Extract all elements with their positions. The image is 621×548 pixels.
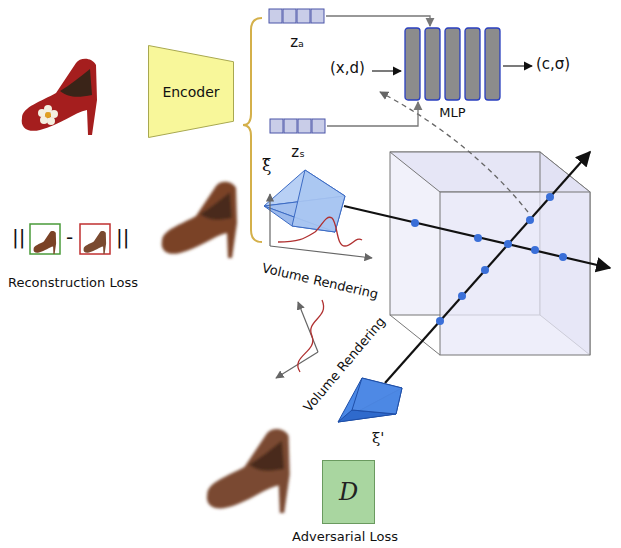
- minus-sign: -: [66, 226, 73, 249]
- ray: [385, 152, 590, 383]
- query-arrow: [380, 92, 528, 212]
- connector-arrow: [327, 102, 418, 126]
- node-label: D: [339, 478, 358, 506]
- target-thumb: [80, 224, 110, 254]
- node-label: Encoder: [162, 84, 219, 100]
- mlp-block: MLP: [403, 26, 502, 102]
- vector-label: zₐ: [290, 33, 304, 51]
- vector-cells: [268, 8, 326, 24]
- density-curve: [278, 217, 362, 246]
- volume-cube: [390, 152, 590, 355]
- sample-points: [411, 193, 567, 325]
- encoder-block: Encoder: [148, 45, 234, 138]
- density-curve: [298, 300, 324, 372]
- loss-label: Adversarial Loss: [292, 530, 398, 545]
- loss-label: Reconstruction Loss: [8, 276, 138, 291]
- pose-label: ξ̂: [262, 156, 271, 176]
- render-axes: [276, 302, 318, 378]
- reconstructed-shoe: [162, 182, 237, 258]
- input-shoe: [22, 59, 97, 135]
- connector-arrow: [326, 16, 430, 26]
- vector-label: zₛ: [291, 143, 304, 161]
- pose-label: ξ': [372, 430, 384, 447]
- latent-vector: zₐ: [268, 8, 326, 24]
- vector-cells: [269, 118, 327, 134]
- output-label: (c,σ): [536, 56, 570, 73]
- generated-shoe: [207, 429, 290, 513]
- norm-bar: ||: [12, 226, 25, 249]
- rendered-thumb: [30, 224, 60, 254]
- output-arrow: [503, 65, 532, 66]
- input-label: (x,d): [330, 60, 365, 77]
- process-label: Volume Rendering: [260, 261, 379, 302]
- ray: [344, 206, 610, 268]
- camera-frustum: [264, 170, 345, 232]
- discriminator-box: D: [322, 460, 375, 524]
- render-axes: [270, 194, 372, 258]
- camera-frustum: [338, 378, 402, 422]
- norm-bar: ||: [116, 226, 129, 249]
- input-arrow: [372, 70, 401, 71]
- brace: [243, 18, 262, 242]
- latent-vector: zₛ: [269, 118, 327, 134]
- mlp-layers: [403, 26, 502, 102]
- block-label: MLP: [439, 105, 465, 120]
